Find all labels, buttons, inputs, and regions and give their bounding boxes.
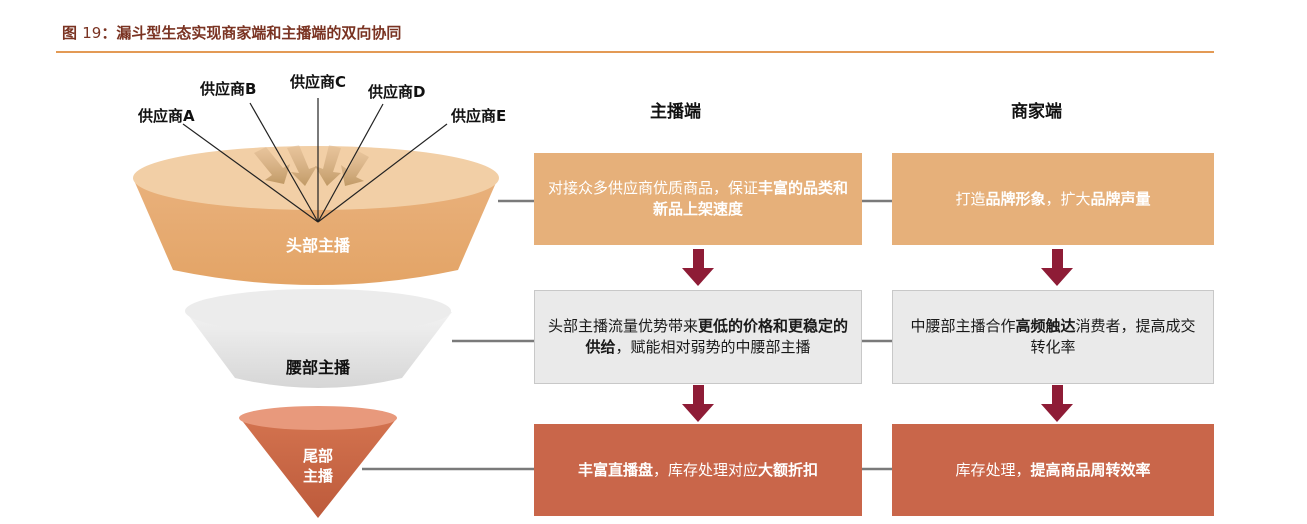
anchor-mid-bold-1: 更低的价格和更稳定的供给: [585, 317, 849, 356]
merchant-top-text: 打造品牌形象，扩大品牌声量: [955, 189, 1150, 210]
inflow-arrow-icon: [315, 145, 341, 186]
anchor-mid-text-2: ，赋能相对弱势的中腰部主播: [615, 338, 811, 356]
connector-lines: [362, 199, 892, 471]
middle-tier-shape: [185, 289, 452, 388]
caption-text: ：漏斗型生态实现商家端和主播端的双向协同: [101, 24, 402, 42]
merchant-bottom-bold-1: 提高商品周转效率: [1030, 460, 1151, 479]
caption-prefix: 图: [62, 24, 78, 42]
merchant-mid-text-1: 中腰部主播合作: [910, 317, 1016, 335]
column-header-anchor: 主播端: [650, 102, 701, 122]
merchant-bottom-text-1: 库存处理，: [955, 460, 1031, 479]
supplier-label-c: 供应商C: [290, 73, 347, 91]
merchant-mid-text-2: 消费者，提高成交转化率: [1030, 317, 1196, 356]
anchor-mid-text: 头部主播流量优势带来更低的价格和更稳定的供给，赋能相对弱势的中腰部主播: [547, 316, 849, 358]
anchor-mid-text-1: 头部主播流量优势带来: [547, 317, 698, 335]
supplier-line-e: [317, 123, 448, 223]
top-tier-shape: [133, 146, 499, 285]
supplier-label-b: 供应商B: [200, 80, 257, 98]
anchor-bottom-box: 丰富直播盘，库存处理对应大额折扣: [534, 424, 862, 516]
supplier-label-d: 供应商D: [368, 83, 426, 101]
merchant-top-text-1: 打造: [955, 189, 986, 208]
anchor-bottom-bold-2: 大额折扣: [758, 460, 819, 479]
down-arrow-icon: [1041, 385, 1073, 422]
merchant-top-bold-2: 品牌声量: [1090, 189, 1151, 208]
anchor-top-text: 对接众多供应商优质商品，保证丰富的品类和新品上架速度: [546, 178, 850, 220]
tier-label-bottom-line2: 主播: [302, 467, 333, 485]
merchant-bottom-text: 库存处理，提高商品周转效率: [955, 460, 1150, 481]
anchor-bottom-text-1: ，库存处理对应: [652, 460, 758, 479]
column-header-merchant: 商家端: [1011, 102, 1062, 122]
anchor-top-box: 对接众多供应商优质商品，保证丰富的品类和新品上架速度: [534, 153, 862, 245]
inflow-arrow-icon: [341, 151, 369, 186]
tier-label-top: 头部主播: [285, 236, 350, 255]
anchor-bottom-bold-1: 丰富直播盘: [577, 460, 653, 479]
figure-caption: 图 19：漏斗型生态实现商家端和主播端的双向协同: [62, 22, 401, 43]
tier-label-middle: 腰部主播: [285, 358, 350, 377]
down-arrows: [682, 249, 1073, 422]
anchor-top-bold-1: 丰富的品类和新品上架速度: [652, 179, 849, 218]
inflow-arrow-icon: [287, 145, 317, 186]
down-arrow-icon: [682, 385, 714, 422]
merchant-mid-box: 中腰部主播合作高频触达消费者，提高成交转化率: [892, 290, 1214, 384]
supplier-line-d: [317, 103, 384, 223]
merchant-bottom-box: 库存处理，提高商品周转效率: [892, 424, 1214, 516]
down-arrow-icon: [1041, 249, 1073, 286]
merchant-top-text-2: ，扩大: [1045, 189, 1091, 208]
supplier-label-e: 供应商E: [451, 107, 507, 125]
anchor-top-text-1: 对接众多供应商优质商品，保证: [547, 179, 758, 197]
merchant-top-box: 打造品牌形象，扩大品牌声量: [892, 153, 1214, 245]
supplier-lines: [182, 98, 448, 223]
bottom-tier-shape: [239, 406, 397, 518]
tier-label-bottom: 尾部 主播: [278, 446, 358, 486]
caption-rule: [56, 51, 1214, 53]
anchor-mid-box: 头部主播流量优势带来更低的价格和更稳定的供给，赋能相对弱势的中腰部主播: [534, 290, 862, 384]
supplier-line-a: [182, 123, 319, 223]
supplier-line-b: [249, 102, 319, 223]
inflow-arrow-icon: [254, 147, 290, 184]
tier-label-bottom-line1: 尾部: [302, 447, 333, 465]
merchant-mid-text: 中腰部主播合作高频触达消费者，提高成交转化率: [905, 316, 1201, 358]
merchant-mid-bold-1: 高频触达: [1015, 317, 1076, 335]
supplier-label-a: 供应商A: [138, 107, 195, 125]
anchor-bottom-text: 丰富直播盘，库存处理对应大额折扣: [578, 460, 818, 481]
merchant-top-bold-1: 品牌形象: [985, 189, 1046, 208]
caption-number: 19: [82, 24, 102, 42]
down-arrow-icon: [682, 249, 714, 286]
inflow-arrows: [254, 145, 369, 186]
